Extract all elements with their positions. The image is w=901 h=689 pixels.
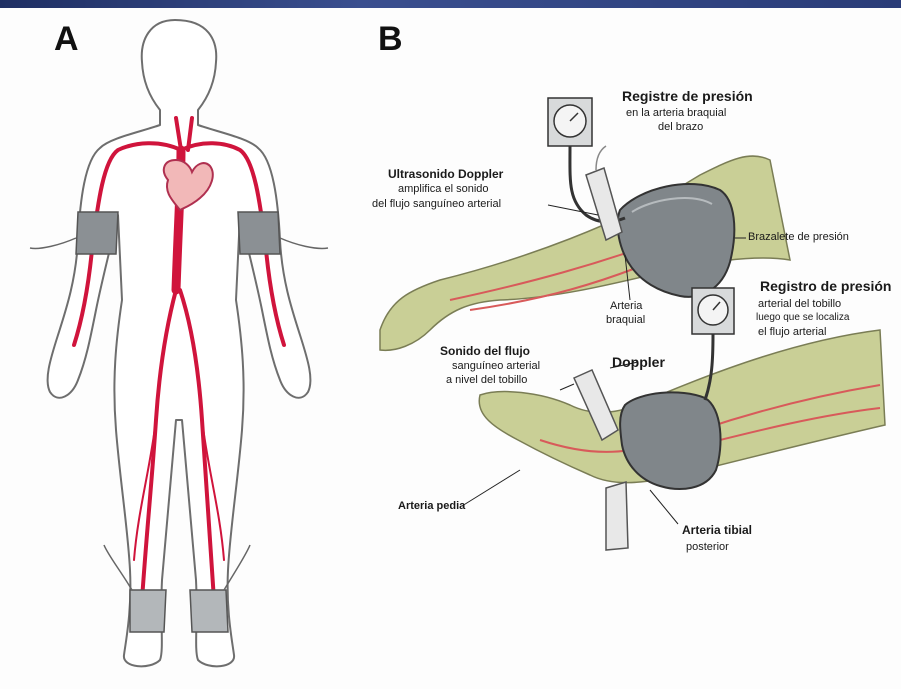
panel-b-label: B — [378, 20, 403, 59]
label-registro-tobillo-3: el flujo arterial — [758, 326, 826, 339]
human-body-figure — [48, 20, 311, 666]
doppler-probe-upper — [586, 168, 622, 240]
doppler-probe-bottom — [606, 482, 628, 550]
arm-pressure-cuff — [618, 184, 735, 297]
label-sonido-2: sanguíneo arterial — [452, 360, 540, 373]
label-ultrasonido-3: del flujo sanguíneo arterial — [372, 198, 501, 211]
label-arteria-braquial-1: Arteria — [610, 300, 642, 313]
label-registro-brazo-title: Registre de presión — [622, 88, 753, 104]
pressure-gauge-icon — [548, 98, 592, 146]
ankle-cuffs-a — [130, 590, 228, 632]
label-arteria-tibial-2: posterior — [686, 541, 729, 554]
label-registro-tobillo-1: arterial del tobillo — [758, 298, 841, 311]
label-sonido-3: a nivel del tobillo — [446, 374, 527, 387]
label-registro-tobillo-2: luego que se localiza — [756, 312, 849, 324]
label-sonido-1: Sonido del flujo — [440, 345, 530, 359]
label-ultrasonido-2: amplifica el sonido — [398, 183, 489, 196]
label-arteria-tibial-1: Arteria tibial — [682, 524, 752, 538]
label-registro-tobillo-title: Registro de presión — [760, 278, 891, 294]
panel-a-label: A — [54, 20, 79, 59]
ankle-gauge-icon — [692, 288, 734, 334]
label-registro-brazo-sub1: en la arteria braquial — [626, 107, 726, 120]
label-doppler: Doppler — [612, 354, 665, 370]
label-arteria-braquial-2: braquial — [606, 314, 645, 327]
label-arteria-pedia: Arteria pedia — [398, 500, 465, 513]
label-brazalete: Brazalete de presión — [748, 231, 849, 244]
label-registro-brazo-sub2: del brazo — [658, 121, 703, 134]
label-ultrasonido-1: Ultrasonido Doppler — [388, 168, 503, 182]
